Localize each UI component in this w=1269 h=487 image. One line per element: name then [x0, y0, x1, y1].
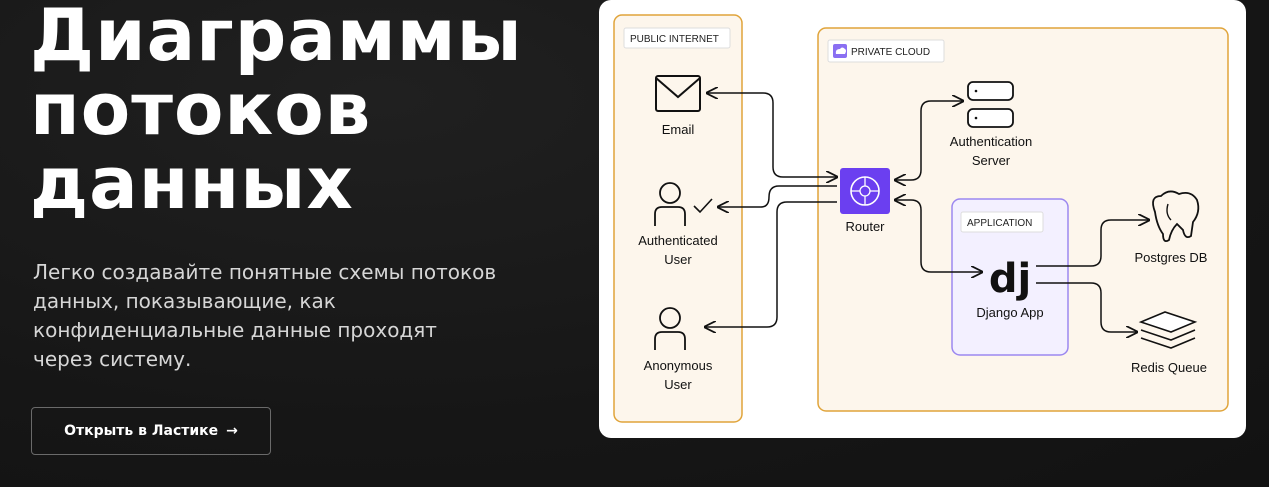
- django-icon: dj: [989, 256, 1031, 302]
- authuser-router-arrow: [718, 185, 837, 207]
- email-node: Email: [655, 75, 701, 137]
- django-redis-arrow: [1036, 282, 1137, 332]
- envelope-icon: [655, 75, 701, 112]
- private-cloud-tag: [827, 39, 945, 63]
- anonymous-user-label-2: User: [664, 377, 692, 392]
- router-authserver-arrow: [895, 101, 963, 180]
- redis-node: Redis Queue: [1131, 311, 1207, 375]
- public-internet-tag: [623, 27, 731, 49]
- public-internet-label: PUBLIC INTERNET: [630, 34, 719, 45]
- hero-description: Легко создавайте понятные схемы потоков …: [33, 260, 497, 371]
- anonuser-router-arrow: [705, 201, 837, 327]
- anonymous-user-node: Anonymous User: [644, 307, 713, 392]
- hero-title: Диаграммы потоков данных: [30, 0, 570, 220]
- arrow-right-icon: →: [226, 423, 238, 439]
- hero-title-line-1: Диаграммы: [30, 0, 523, 77]
- open-in-editor-button[interactable]: Открыть в Ластике →: [31, 407, 271, 455]
- email-router-arrow: [707, 93, 837, 177]
- postgres-node: Postgres DB: [1135, 190, 1208, 265]
- postgres-label: Postgres DB: [1135, 250, 1208, 265]
- redis-icon: [1138, 311, 1198, 333]
- router-label: Router: [845, 219, 885, 234]
- email-label: Email: [662, 122, 695, 137]
- router-icon: [840, 168, 890, 214]
- authenticated-user-node: Authenticated User: [638, 182, 718, 267]
- hero-title-line-2: потоков: [30, 67, 372, 151]
- flow-connectors: [705, 93, 1149, 332]
- server-icon: [967, 81, 1014, 101]
- authenticated-user-label-1: Authenticated: [638, 233, 718, 248]
- authentication-server-node: Authentication Server: [950, 81, 1032, 168]
- django-app-node: dj Django App: [976, 256, 1043, 320]
- hero-title-line-3: данных: [30, 141, 354, 225]
- django-postgres-arrow: [1036, 220, 1149, 267]
- application-label: APPLICATION: [967, 218, 1032, 229]
- diagram-panel: PUBLIC INTERNET PRIVATE CLOUD APPLICATIO…: [599, 0, 1246, 438]
- elephant-icon: [1152, 190, 1200, 243]
- authentication-server-label-2: Server: [972, 153, 1011, 168]
- authentication-server-label-1: Authentication: [950, 134, 1032, 149]
- router-node: Router: [840, 168, 890, 234]
- private-cloud-label: PRIVATE CLOUD: [851, 47, 930, 58]
- anonymous-user-label-1: Anonymous: [644, 358, 713, 373]
- redis-label: Redis Queue: [1131, 360, 1207, 375]
- data-flow-diagram: PUBLIC INTERNET PRIVATE CLOUD APPLICATIO…: [613, 14, 1229, 423]
- user-check-icon: [659, 182, 681, 204]
- open-in-editor-label: Открыть в Ластике: [64, 423, 219, 439]
- user-icon: [659, 307, 681, 329]
- authenticated-user-label-2: User: [664, 252, 692, 267]
- django-app-label: Django App: [976, 305, 1043, 320]
- router-django-arrow: [895, 200, 982, 272]
